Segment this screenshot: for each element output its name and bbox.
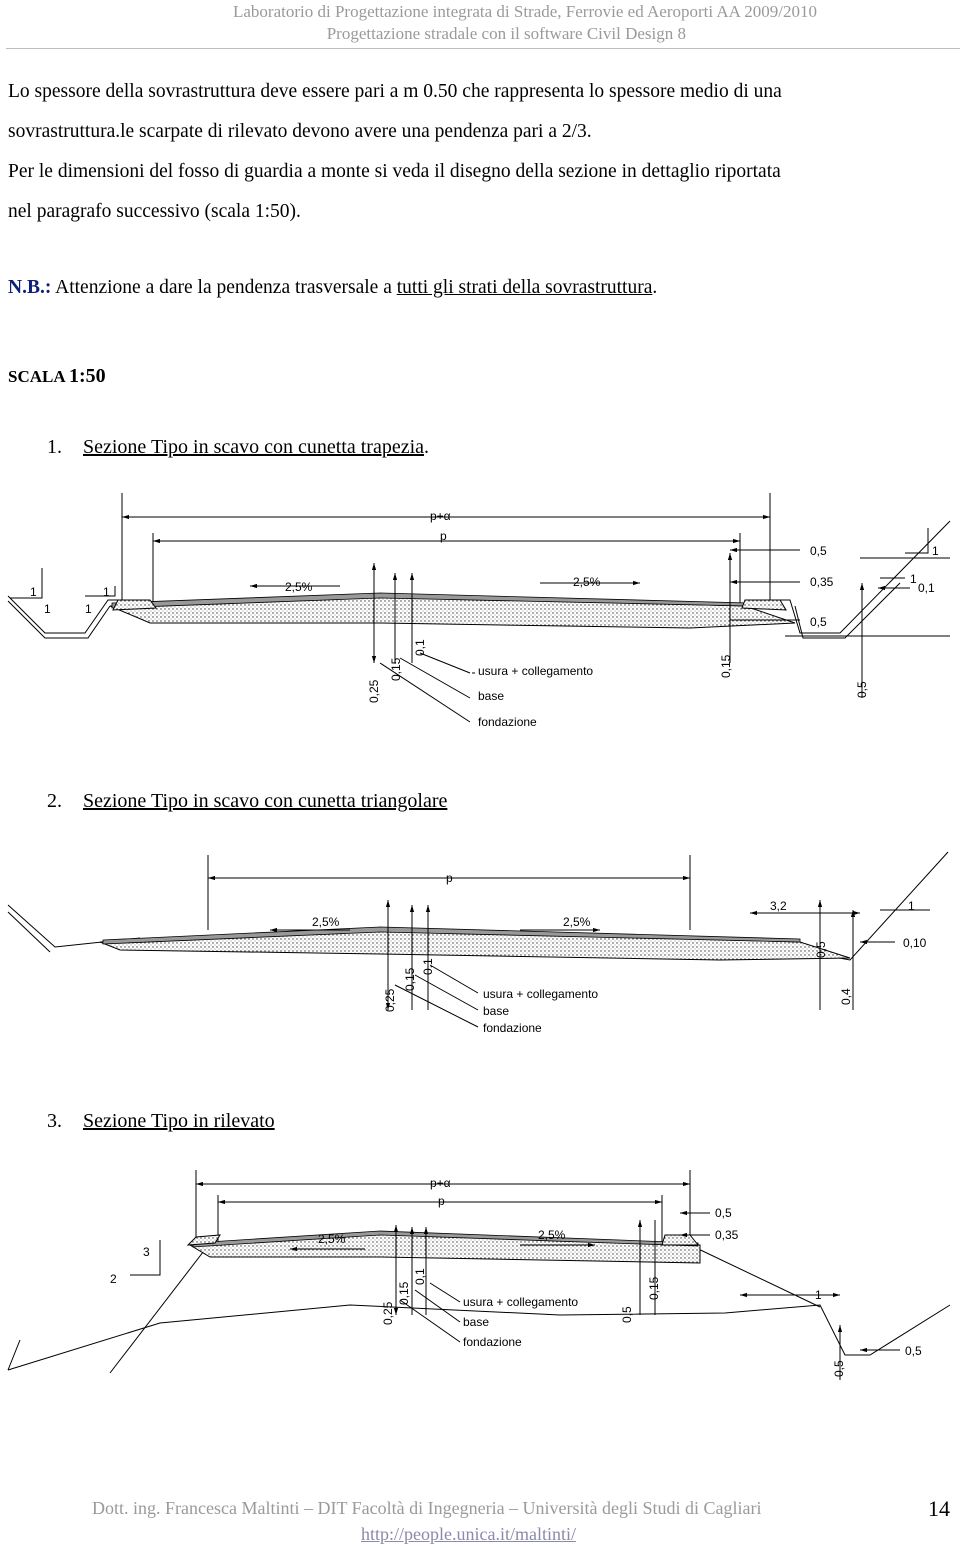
thick-025: 0,25 (367, 679, 381, 703)
layer-base: base (478, 689, 504, 703)
nb-text: Attenzione a dare la pendenza trasversal… (51, 277, 397, 298)
dim-05b: 0,5 (810, 615, 827, 629)
slope-right: 2,5% (573, 575, 601, 589)
dim-010: 0,10 (903, 936, 927, 950)
slope-three: 3 (143, 1245, 150, 1259)
section-drawing-embankment: p+α p 2,5% 2,5% 0,5 0,35 3 2 1 0,5 usura… (7, 1170, 951, 1380)
section-title-trail: . (424, 436, 430, 458)
slope-left: 2,5% (312, 915, 340, 929)
thick-01: 0,1 (413, 639, 427, 656)
footer-author: Dott. ing. Francesca Maltinti – DIT Faco… (92, 1498, 762, 1518)
dim-p-alpha: p+α (430, 1176, 451, 1190)
nb-note: N.B.: Attenzione a dare la pendenza tras… (8, 268, 657, 308)
layer-fondazione: fondazione (483, 1021, 542, 1035)
slope-left: 2,5% (285, 580, 313, 594)
dim-p-alpha: p+α (430, 509, 451, 523)
paragraph-line: Lo spessore della sovrastruttura deve es… (8, 81, 782, 102)
slope-one: 1 (815, 1288, 822, 1302)
thick-025: 0,25 (383, 988, 397, 1012)
header-subtitle: Progettazione stradale con il software C… (326, 24, 686, 43)
section-title-1: 1. Sezione Tipo in scavo con cunetta trap… (47, 436, 429, 459)
dim-p: p (440, 529, 447, 543)
thick-025: 0,25 (381, 1301, 395, 1325)
slope-one: 1 (932, 544, 939, 558)
dim-32: 3,2 (770, 899, 787, 913)
thick-015: 0,15 (397, 1281, 411, 1305)
layer-fondazione: fondazione (463, 1335, 522, 1349)
dim-05: 0,5 (715, 1206, 732, 1220)
footer-link[interactable]: http://people.unica.it/maltinti/ (361, 1524, 576, 1544)
layer-usura: usura + collegamento (478, 664, 593, 678)
paragraph-line: nel paragrafo successivo (scala 1:50). (8, 201, 301, 222)
dim-015: 0,15 (647, 1276, 661, 1300)
section-title-3: 3. Sezione Tipo in rilevato (47, 1110, 275, 1133)
slope-left: 2,5% (318, 1232, 346, 1246)
section-number: 1. (47, 436, 62, 458)
slope-two: 2 (110, 1272, 117, 1286)
nb-label: N.B.: (8, 277, 52, 298)
section-title-text: Sezione Tipo in scavo con cunetta trapez… (83, 436, 425, 458)
scale-heading: SCALA 1:50 (8, 365, 106, 388)
slope-one: 1 (85, 602, 92, 616)
dim-04: 0,4 (839, 988, 853, 1005)
dim-p: p (446, 871, 453, 885)
dim-05b: 0,5 (832, 1360, 846, 1377)
dim-05-vertical: 0,5 (855, 681, 869, 698)
layer-usura: usura + collegamento (463, 1295, 578, 1309)
dim-p: p (438, 1194, 445, 1208)
slope-one: 1 (910, 572, 917, 586)
dim-035: 0,35 (715, 1228, 739, 1242)
header-course-title: Laboratorio di Progettazione integrata d… (233, 2, 817, 21)
section-title-text: Sezione Tipo in scavo con cunetta triang… (83, 790, 448, 812)
section-drawing-trapezoidal: p+α p 2,5% 2,5% 0,5 0,35 0,5 0,1 1 1 1 1… (7, 493, 951, 729)
header-divider (6, 48, 960, 49)
thick-015: 0,15 (389, 657, 403, 681)
paragraph-line: Per le dimensioni del fosso di guardia a… (8, 161, 781, 182)
dim-05d: 0,5 (905, 1344, 922, 1358)
layer-base: base (463, 1315, 489, 1329)
slope-right: 2,5% (538, 1228, 566, 1242)
dim-05: 0,5 (814, 941, 828, 958)
page-number: 14 (928, 1496, 950, 1521)
dim-05: 0,5 (810, 544, 827, 558)
layer-fondazione: fondazione (478, 715, 537, 729)
slope-one: 1 (908, 899, 915, 913)
thick-01: 0,1 (413, 1268, 427, 1285)
slope-one: 1 (103, 585, 110, 599)
section-number: 2. (47, 790, 62, 812)
thick-015: 0,15 (403, 967, 417, 991)
section-drawing-triangular: p 2,5% 2,5% 3,2 1 0,10 usura + collegame… (7, 851, 949, 1035)
nb-end: . (652, 277, 658, 298)
section-title-text: Sezione Tipo in rilevato (83, 1110, 275, 1132)
slope-one: 1 (30, 585, 37, 599)
dim-05a: 0,5 (620, 1306, 634, 1323)
dim-035: 0,35 (810, 575, 834, 589)
layer-base: base (483, 1004, 509, 1018)
slope-right: 2,5% (563, 915, 591, 929)
thick-01: 0,1 (421, 958, 435, 975)
section-number: 3. (47, 1110, 62, 1132)
slope-one: 1 (44, 602, 51, 616)
dim-015-right: 0,15 (719, 654, 733, 678)
section-title-2: 2. Sezione Tipo in scavo con cunetta tria… (47, 790, 447, 813)
paragraph-line: sovrastruttura.le scarpate di rilevato d… (8, 121, 592, 142)
layer-usura: usura + collegamento (483, 987, 598, 1001)
dim-01: 0,1 (918, 581, 935, 595)
nb-underlined: tutti gli strati della sovrastruttura (396, 277, 653, 298)
scale-label: SCALA (8, 367, 65, 386)
scale-value: 1:50 (68, 365, 106, 387)
